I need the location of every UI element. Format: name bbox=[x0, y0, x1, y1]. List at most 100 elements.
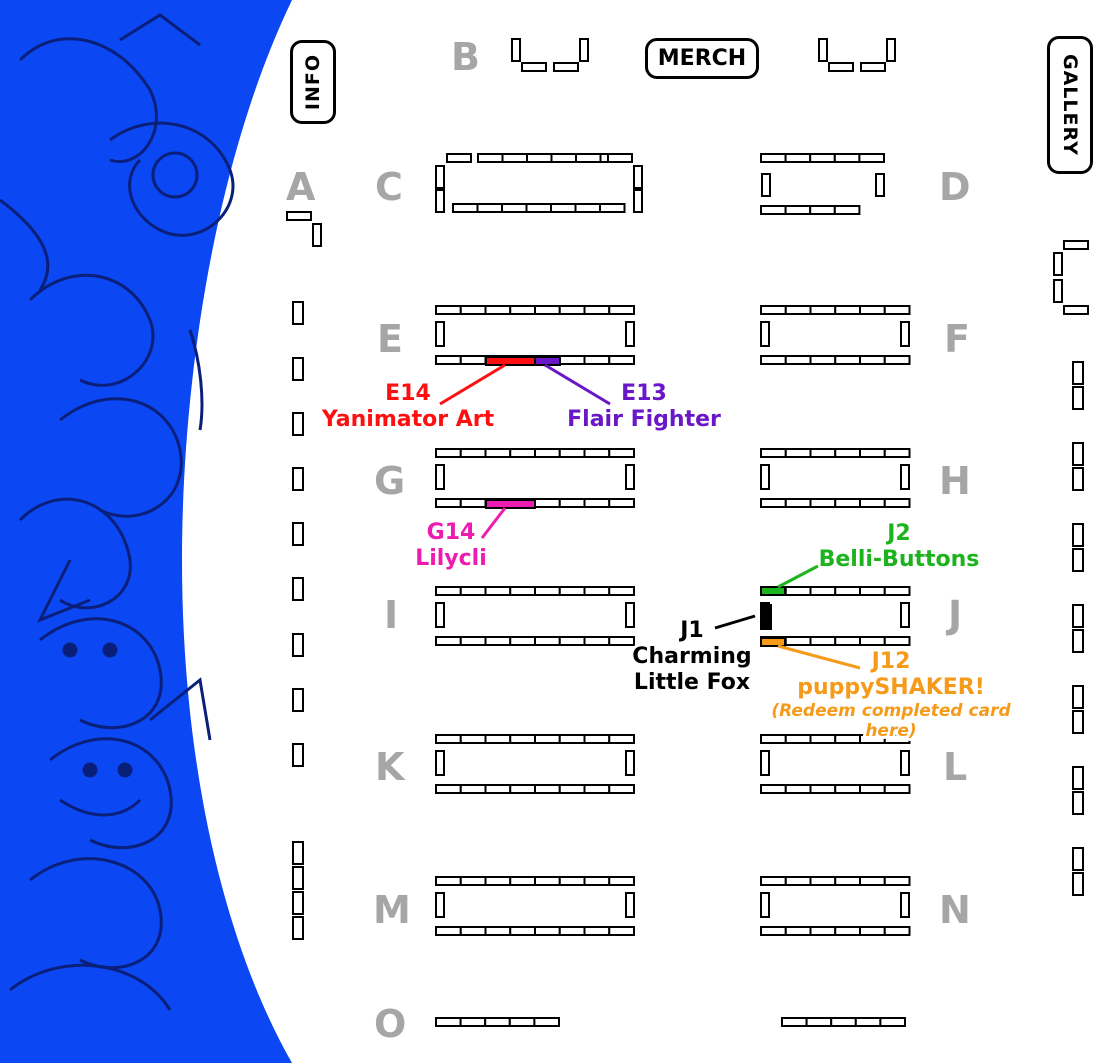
row-i-table[interactable] bbox=[509, 636, 536, 646]
row-k-table[interactable] bbox=[459, 734, 487, 744]
row-n-table[interactable] bbox=[784, 876, 812, 886]
row-m-table[interactable] bbox=[608, 876, 635, 886]
row-i-table[interactable] bbox=[558, 586, 586, 596]
left-wall-table[interactable] bbox=[292, 522, 304, 546]
row-i-table[interactable] bbox=[509, 586, 536, 596]
row-g-table[interactable] bbox=[608, 448, 635, 458]
row-l-table[interactable] bbox=[859, 784, 886, 794]
row-b-table[interactable] bbox=[886, 38, 896, 62]
right-wall-table[interactable] bbox=[1072, 766, 1084, 790]
row-j-table[interactable] bbox=[883, 586, 911, 596]
row-c-table[interactable] bbox=[599, 203, 626, 213]
row-c-table[interactable] bbox=[501, 203, 528, 213]
row-k-table[interactable] bbox=[484, 784, 512, 794]
right-wall-table[interactable] bbox=[1072, 791, 1084, 815]
row-e-table[interactable] bbox=[608, 355, 635, 365]
row-f-table[interactable] bbox=[760, 305, 787, 315]
row-e-table[interactable] bbox=[583, 355, 611, 365]
row-o-table[interactable] bbox=[805, 1017, 833, 1027]
row-f-end-table[interactable] bbox=[900, 321, 910, 347]
row-o-table[interactable] bbox=[854, 1017, 882, 1027]
row-j-end-table[interactable] bbox=[900, 602, 910, 628]
row-k-table[interactable] bbox=[484, 734, 512, 744]
row-c-table[interactable] bbox=[550, 203, 577, 213]
row-e-table[interactable] bbox=[583, 305, 611, 315]
row-i-end-table[interactable] bbox=[435, 602, 445, 628]
row-i-table[interactable] bbox=[484, 636, 512, 646]
row-k-table[interactable] bbox=[608, 784, 635, 794]
row-n-end-table[interactable] bbox=[900, 892, 910, 918]
row-i-table[interactable] bbox=[583, 586, 611, 596]
row-l-table[interactable] bbox=[834, 784, 861, 794]
row-g-table[interactable] bbox=[459, 448, 487, 458]
row-f-end-table[interactable] bbox=[760, 321, 770, 347]
row-right-table[interactable] bbox=[1053, 279, 1063, 303]
row-h-table[interactable] bbox=[809, 498, 837, 508]
row-j-table[interactable] bbox=[809, 586, 837, 596]
row-i-table[interactable] bbox=[435, 636, 462, 646]
row-k-table[interactable] bbox=[534, 784, 561, 794]
row-o-table[interactable] bbox=[508, 1017, 536, 1027]
row-k-table[interactable] bbox=[534, 734, 561, 744]
row-g-table[interactable] bbox=[484, 448, 512, 458]
row-n-table[interactable] bbox=[883, 926, 911, 936]
right-wall-table[interactable] bbox=[1072, 442, 1084, 466]
row-n-table[interactable] bbox=[784, 926, 812, 936]
row-d-end-table[interactable] bbox=[761, 173, 771, 197]
callout-j2[interactable]: J2 Belli-Buttons bbox=[814, 521, 984, 573]
row-h-end-table[interactable] bbox=[760, 464, 770, 490]
row-m-end-table[interactable] bbox=[625, 892, 635, 918]
row-h-table[interactable] bbox=[883, 498, 911, 508]
row-l-table[interactable] bbox=[784, 784, 812, 794]
row-h-table[interactable] bbox=[760, 498, 787, 508]
row-n-end-table[interactable] bbox=[760, 892, 770, 918]
row-c-table[interactable] bbox=[476, 203, 503, 213]
row-h-table[interactable] bbox=[784, 448, 812, 458]
row-i-table[interactable] bbox=[534, 636, 561, 646]
row-c-table[interactable] bbox=[501, 153, 528, 163]
row-g-end-table[interactable] bbox=[625, 464, 635, 490]
row-i-table[interactable] bbox=[583, 636, 611, 646]
row-n-table[interactable] bbox=[760, 926, 787, 936]
row-c-table[interactable] bbox=[607, 153, 633, 163]
row-k-table[interactable] bbox=[435, 784, 462, 794]
booth-j2-highlight[interactable] bbox=[760, 586, 786, 596]
callout-g14[interactable]: G14 Lilycli bbox=[408, 520, 494, 572]
row-k-table[interactable] bbox=[583, 784, 611, 794]
row-k-table[interactable] bbox=[558, 734, 586, 744]
row-f-table[interactable] bbox=[834, 305, 861, 315]
row-k-table[interactable] bbox=[509, 784, 536, 794]
row-i-table[interactable] bbox=[558, 636, 586, 646]
left-wall-table[interactable] bbox=[292, 577, 304, 601]
row-n-table[interactable] bbox=[859, 926, 886, 936]
row-l-end-table[interactable] bbox=[760, 750, 770, 776]
right-wall-table[interactable] bbox=[1072, 386, 1084, 410]
row-l-table[interactable] bbox=[760, 784, 787, 794]
row-c-table[interactable] bbox=[452, 203, 479, 213]
left-wall-table[interactable] bbox=[292, 467, 304, 491]
row-i-table[interactable] bbox=[534, 586, 561, 596]
row-j-table[interactable] bbox=[784, 586, 812, 596]
row-g-end-table[interactable] bbox=[435, 464, 445, 490]
gallery-button[interactable]: GALLERY bbox=[1047, 36, 1093, 174]
row-a-table[interactable] bbox=[312, 223, 322, 247]
right-wall-table[interactable] bbox=[1072, 523, 1084, 547]
booth-e14-highlight[interactable] bbox=[485, 356, 536, 366]
row-g-table[interactable] bbox=[608, 498, 635, 508]
row-i-table[interactable] bbox=[459, 586, 487, 596]
row-n-table[interactable] bbox=[809, 876, 837, 886]
row-n-table[interactable] bbox=[834, 926, 861, 936]
row-right-table[interactable] bbox=[1063, 240, 1089, 250]
row-l-table[interactable] bbox=[809, 784, 837, 794]
row-o-table[interactable] bbox=[533, 1017, 561, 1027]
row-m-table[interactable] bbox=[509, 926, 536, 936]
row-o-table[interactable] bbox=[781, 1017, 808, 1027]
row-c-table[interactable] bbox=[446, 153, 472, 163]
row-b-table[interactable] bbox=[860, 62, 886, 72]
row-c-end-table[interactable] bbox=[633, 165, 643, 189]
row-i-table[interactable] bbox=[459, 636, 487, 646]
left-wall-table[interactable] bbox=[292, 301, 304, 325]
row-h-table[interactable] bbox=[809, 448, 837, 458]
row-b-table[interactable] bbox=[579, 38, 589, 62]
row-m-table[interactable] bbox=[583, 876, 611, 886]
